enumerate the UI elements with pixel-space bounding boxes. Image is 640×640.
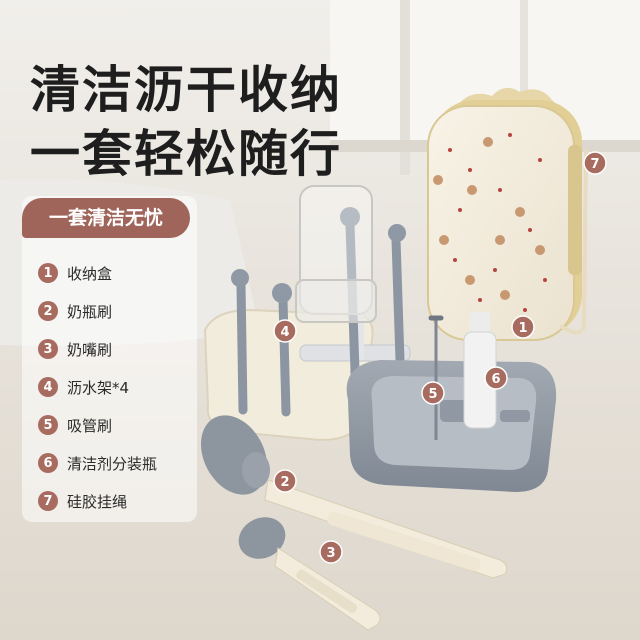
headline: 清洁沥干收纳 一套轻松随行 (30, 58, 342, 186)
callout-2: 2 (273, 469, 297, 493)
item-number-badge: 6 (38, 453, 58, 473)
callout-6: 6 (484, 366, 508, 390)
callout-4: 4 (273, 319, 297, 343)
item-number-badge: 1 (38, 263, 58, 283)
callout-1: 1 (511, 315, 535, 339)
item-number-badge: 4 (38, 377, 58, 397)
item-label: 清洁剂分装瓶 (67, 454, 158, 473)
item-label: 奶瓶刷 (67, 302, 113, 321)
contents-tag: 一套清洁无忧 (22, 198, 190, 238)
list-item: 3 奶嘴刷 (38, 330, 157, 368)
item-label: 奶嘴刷 (67, 340, 113, 359)
svg-text:7: 7 (590, 157, 599, 172)
svg-text:5: 5 (428, 387, 437, 402)
svg-text:3: 3 (326, 546, 335, 561)
svg-text:1: 1 (518, 321, 527, 336)
bottle-brush (200, 415, 508, 579)
list-item: 1 收纳盒 (38, 254, 157, 292)
storage-box (427, 87, 582, 341)
list-item: 6 清洁剂分装瓶 (38, 444, 157, 482)
list-item: 5 吸管刷 (38, 406, 157, 444)
item-number-badge: 3 (38, 339, 58, 359)
list-item: 2 奶瓶刷 (38, 292, 157, 330)
baby-bottle (295, 185, 377, 323)
item-label: 沥水架*4 (67, 378, 130, 397)
svg-text:6: 6 (491, 372, 500, 387)
headline-line-2: 一套轻松随行 (30, 125, 342, 183)
item-number-badge: 5 (38, 415, 58, 435)
svg-text:2: 2 (280, 475, 289, 490)
silicone-lanyard (559, 149, 588, 335)
item-label: 硅胶挂绳 (67, 492, 128, 511)
straw-brush (428, 315, 444, 440)
list-item: 7 硅胶挂绳 (38, 482, 157, 520)
item-number-badge: 7 (38, 491, 58, 511)
item-number-badge: 2 (38, 301, 58, 321)
callout-3: 3 (319, 540, 343, 564)
callout-5: 5 (421, 381, 445, 405)
grey-tray (346, 360, 557, 492)
item-label: 收纳盒 (67, 264, 113, 283)
svg-text:4: 4 (280, 325, 289, 340)
list-item: 4 沥水架*4 (38, 368, 157, 406)
item-label: 吸管刷 (67, 416, 113, 435)
nipple-brush (238, 517, 381, 631)
callout-7: 7 (583, 151, 607, 175)
contents-list: 1 收纳盒 2 奶瓶刷 3 奶嘴刷 4 沥水架*4 5 吸管刷 6 清洁剂分装瓶 7 硅胶挂绳 (38, 254, 157, 520)
headline-line-1: 清洁沥干收纳 (30, 61, 342, 119)
